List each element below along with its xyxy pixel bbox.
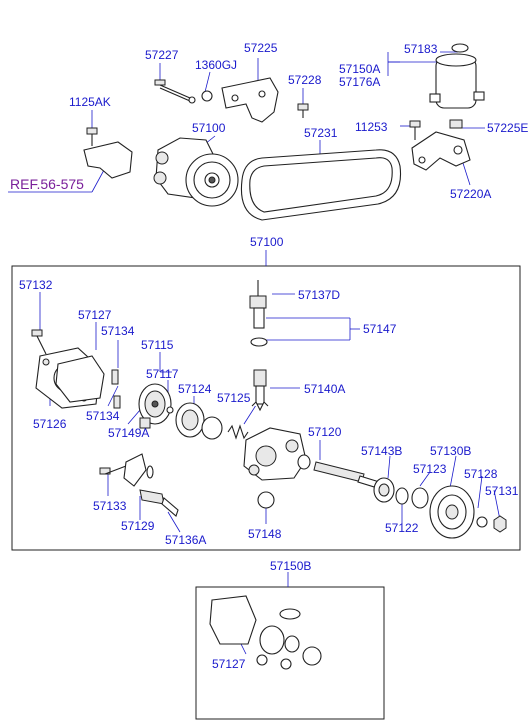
seal-kit-parts	[209, 595, 322, 670]
label-57140a: 57140A	[304, 382, 345, 396]
label-57128: 57128	[464, 467, 498, 481]
label-ref-56-575[interactable]: REF.56-575	[10, 176, 84, 192]
label-57133: 57133	[93, 499, 127, 513]
fitting-57137d	[249, 280, 268, 347]
bracket-1125ak	[83, 127, 133, 179]
label-57134-top: 57134	[101, 324, 135, 338]
label-57147: 57147	[363, 322, 397, 336]
pin-57149a	[139, 417, 151, 429]
label-57228: 57228	[288, 73, 322, 87]
reservoir-57150a	[429, 43, 485, 109]
seal-57148	[257, 491, 275, 509]
label-57220a: 57220A	[450, 187, 491, 201]
label-57225e: 57225E	[487, 121, 528, 135]
valve-57140a	[251, 369, 269, 412]
label-57100-top: 57100	[192, 121, 226, 135]
label-57150b: 57150B	[270, 559, 311, 573]
bolt-57132	[31, 329, 47, 355]
pin-57134-b	[113, 395, 121, 409]
label-57120: 57120	[308, 425, 342, 439]
nut-1360gj	[201, 90, 213, 102]
pulley-57130b	[429, 485, 475, 539]
snap-ring-57123	[395, 487, 409, 505]
bolt-11253	[409, 120, 421, 140]
bolt-57227	[154, 79, 196, 104]
label-57100-main: 57100	[250, 235, 284, 249]
label-1125ak: 1125AK	[69, 95, 111, 109]
ring-57123	[411, 487, 429, 509]
label-57117: 57117	[146, 367, 179, 381]
pin-57134-a	[111, 369, 119, 385]
label-11253: 11253	[355, 120, 388, 134]
bracket-57220a	[411, 131, 471, 171]
bolt-57228	[297, 103, 309, 118]
label-57123: 57123	[413, 462, 447, 476]
part-labels: 57227 1360GJ 57225 57228 57183 57150A 57…	[10, 41, 528, 671]
bracket-57225	[221, 77, 279, 123]
label-57149a: 57149A	[108, 426, 149, 440]
bearing-57122	[373, 477, 395, 503]
connector-57136a	[139, 489, 179, 517]
label-57124: 57124	[178, 382, 212, 396]
pump-assembly-top	[153, 137, 239, 207]
label-57136a: 57136A	[165, 533, 206, 547]
label-57115: 57115	[141, 338, 174, 352]
label-57148: 57148	[248, 527, 282, 541]
bolt-57133	[99, 465, 127, 475]
label-57176a: 57176A	[339, 75, 380, 89]
label-57132: 57132	[19, 278, 53, 292]
label-57127-kit: 57127	[212, 657, 246, 671]
label-57122: 57122	[385, 521, 419, 535]
spring	[227, 424, 249, 440]
label-57126: 57126	[33, 417, 67, 431]
label-57125: 57125	[217, 391, 251, 405]
label-57130b: 57130B	[430, 444, 471, 458]
clip-57225e	[449, 119, 463, 129]
top-leader-lines	[8, 51, 485, 193]
label-1360gj: 1360GJ	[195, 58, 237, 72]
oring-small	[297, 454, 311, 470]
washer-57128	[476, 516, 488, 528]
label-57129: 57129	[121, 519, 155, 533]
oring-57125	[201, 416, 223, 440]
label-57137d: 57137D	[298, 288, 340, 302]
label-57150a: 57150A	[339, 62, 380, 76]
nut-57131	[493, 515, 507, 533]
label-57131: 57131	[485, 484, 519, 498]
label-57227: 57227	[145, 48, 179, 62]
pump-body-57120	[243, 427, 307, 481]
bracket-57129	[123, 453, 147, 487]
plate-57124	[175, 402, 205, 438]
belt-57231	[240, 149, 402, 221]
label-57134-bottom: 57134	[86, 409, 120, 423]
label-57183: 57183	[404, 42, 438, 56]
gasket-57127	[55, 355, 105, 403]
cam-ring-57115	[138, 383, 172, 425]
label-57143b: 57143B	[361, 444, 402, 458]
label-57127: 57127	[78, 308, 112, 322]
label-57225: 57225	[244, 41, 278, 55]
label-57231: 57231	[304, 126, 338, 140]
seal-kit-frame	[195, 586, 385, 720]
